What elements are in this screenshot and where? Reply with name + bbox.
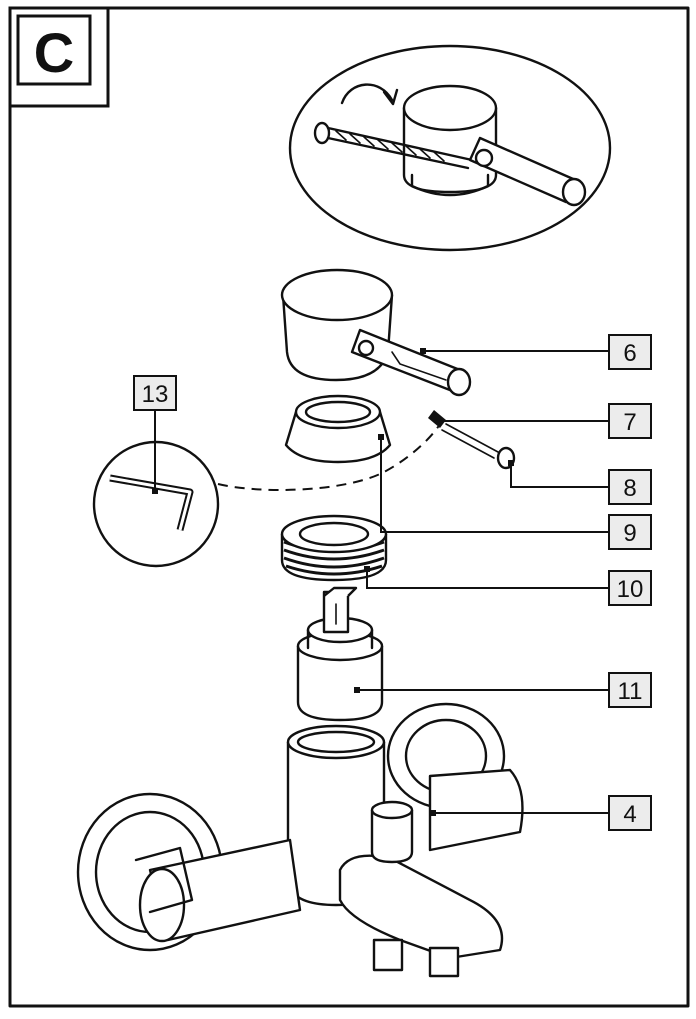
callout-10: 10 bbox=[608, 570, 652, 606]
callout-9: 9 bbox=[608, 514, 652, 550]
leader-lines bbox=[154, 350, 609, 814]
callout-4-text: 4 bbox=[623, 801, 636, 828]
callout-8-text: 8 bbox=[623, 475, 636, 502]
curved-arrow-icon bbox=[340, 83, 394, 105]
part-lock-nut bbox=[280, 514, 388, 582]
callout-9-text: 9 bbox=[623, 520, 636, 547]
callout-11: 11 bbox=[608, 672, 652, 708]
callout-4: 4 bbox=[608, 795, 652, 831]
part-mixer-body bbox=[76, 702, 524, 978]
callout-6: 6 bbox=[608, 334, 652, 370]
part-cover-cap bbox=[284, 394, 392, 464]
part-cartridge bbox=[296, 586, 384, 722]
callout-6-text: 6 bbox=[623, 340, 636, 367]
detail-inset-handle-screw bbox=[288, 44, 612, 252]
part-grub-screw bbox=[428, 410, 516, 470]
section-letter: C bbox=[34, 21, 74, 84]
callout-13-text: 13 bbox=[142, 381, 169, 408]
callout-8: 8 bbox=[608, 469, 652, 505]
callout-13: 13 bbox=[133, 375, 177, 411]
callout-11-text: 11 bbox=[618, 678, 643, 705]
part-handle bbox=[280, 268, 472, 397]
callout-7-text: 7 bbox=[623, 409, 636, 436]
callout-10-text: 10 bbox=[617, 576, 644, 603]
callout-7: 7 bbox=[608, 403, 652, 439]
dashed-link bbox=[217, 423, 441, 491]
